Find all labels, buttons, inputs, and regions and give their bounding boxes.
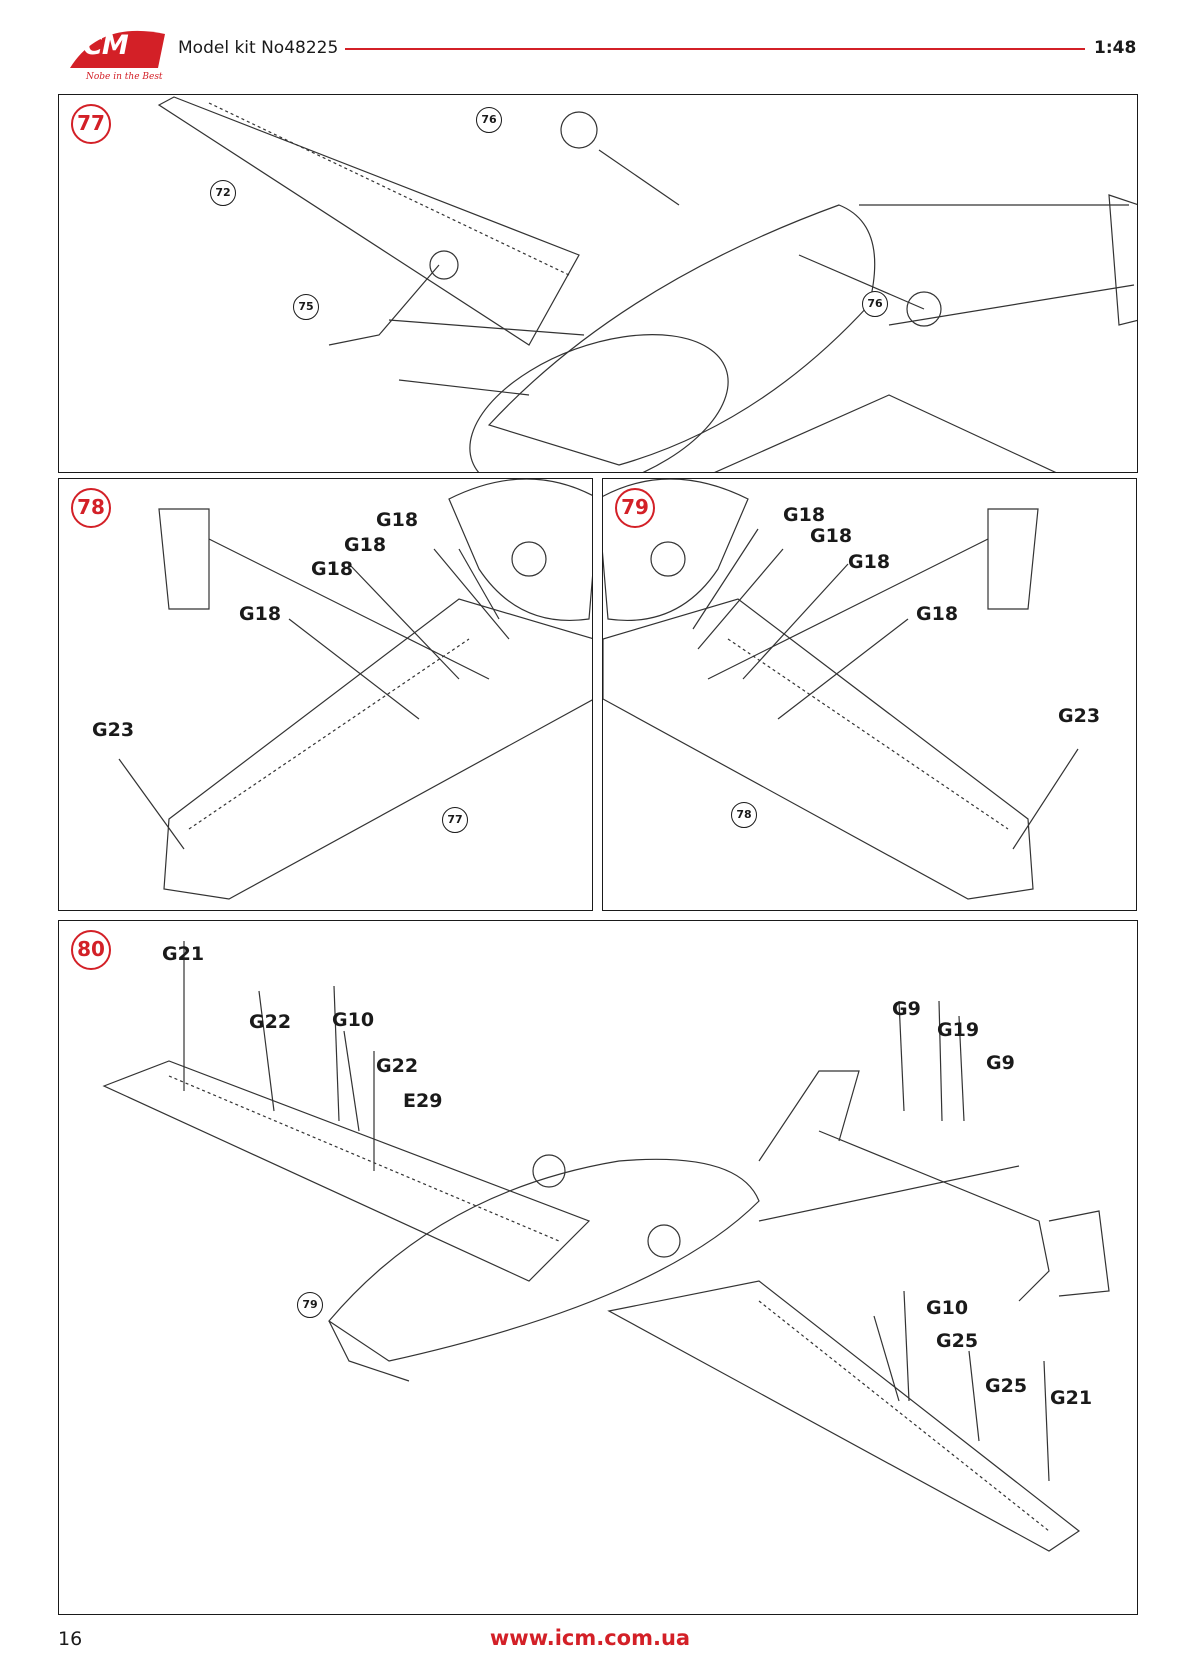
part-g18-b: G18 <box>810 525 853 547</box>
step-80-number: 80 <box>71 930 111 970</box>
ref-circle-72: 72 <box>210 180 236 206</box>
logo-slogan: Nobe in the Best <box>86 72 163 82</box>
step-78-number: 78 <box>71 488 111 528</box>
part-g18-b: G18 <box>344 534 387 556</box>
logo-brand: ICM <box>74 30 129 61</box>
part-g18-a: G18 <box>376 509 419 531</box>
part-g21-left: G21 <box>162 943 205 965</box>
part-g18-d: G18 <box>239 603 282 625</box>
part-g25-a: G25 <box>936 1330 979 1352</box>
ref-circle-78: 78 <box>731 802 757 828</box>
kit-title: Model kit No48225 <box>178 38 339 58</box>
header-rule <box>345 48 1085 50</box>
part-g18-a: G18 <box>783 504 826 526</box>
part-g9-a: G9 <box>892 998 921 1020</box>
part-e29: E29 <box>403 1090 443 1112</box>
ref-circle-76-right: 76 <box>862 291 888 317</box>
part-g25-b: G25 <box>985 1375 1028 1397</box>
part-g22-a: G22 <box>249 1011 292 1033</box>
step-79-illustration <box>603 479 1079 900</box>
part-g22-b: G22 <box>376 1055 419 1077</box>
ref-circle-76-top: 76 <box>476 107 502 133</box>
part-g18-c: G18 <box>311 558 354 580</box>
step-77-number: 77 <box>71 104 111 144</box>
part-g23: G23 <box>92 719 135 741</box>
step-79-number: 79 <box>615 488 655 528</box>
step-80-panel: 80 G21 G22 G10 G22 E29 G9 G19 G9 G10 G25… <box>58 920 1138 1615</box>
part-g9-b: G9 <box>986 1052 1015 1074</box>
step-78-illustration <box>118 479 592 900</box>
part-g10-left: G10 <box>332 1009 375 1031</box>
part-g18-c: G18 <box>848 551 891 573</box>
step-77-panel: 77 76 72 75 76 <box>58 94 1138 473</box>
part-g23: G23 <box>1058 705 1101 727</box>
step-79-panel: 79 G18 G18 G18 G18 G23 78 <box>602 478 1137 911</box>
page-header: ICM Nobe in the Best Model kit No48225 1… <box>0 0 1180 90</box>
part-g19: G19 <box>937 1019 980 1041</box>
step-80-illustration <box>102 941 1110 1552</box>
icm-logo: ICM Nobe in the Best <box>60 28 170 90</box>
ref-circle-79: 79 <box>297 1292 323 1318</box>
part-g21-right: G21 <box>1050 1387 1093 1409</box>
step-77-illustration <box>157 96 1137 472</box>
website-link[interactable]: www.icm.com.ua <box>489 1626 691 1650</box>
ref-circle-77: 77 <box>442 807 468 833</box>
part-g18-d: G18 <box>916 603 959 625</box>
part-g10-right: G10 <box>926 1297 969 1319</box>
page-number: 16 <box>58 1628 83 1650</box>
scale-label: 1:48 <box>1094 38 1137 58</box>
logo-shape <box>70 30 165 68</box>
step-78-panel: 78 G18 G18 G18 G18 G23 77 <box>58 478 593 911</box>
ref-circle-75: 75 <box>293 294 319 320</box>
